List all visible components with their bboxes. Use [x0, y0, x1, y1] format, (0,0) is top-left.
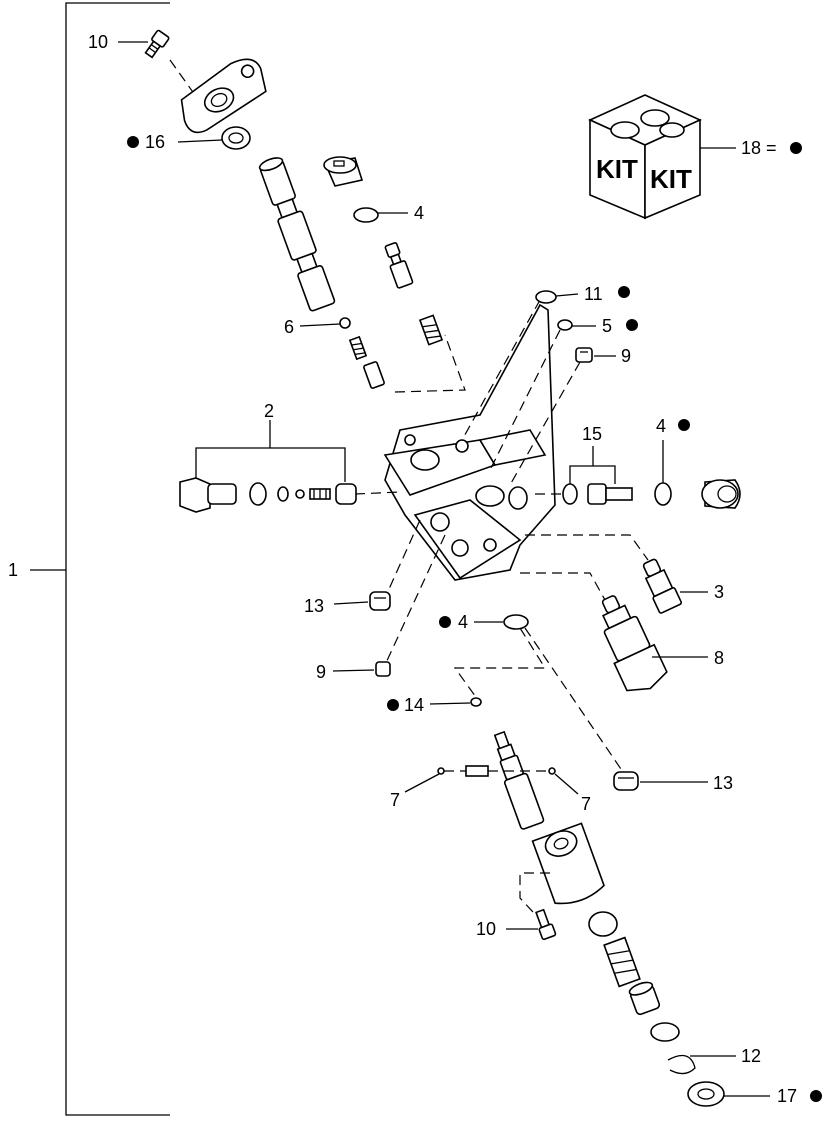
spool-upper — [258, 157, 336, 312]
assembly-bracket — [65, 2, 170, 1116]
plug-9-lower — [375, 661, 391, 677]
cover-flange-upper — [180, 58, 267, 134]
o-ring-lower — [650, 1022, 680, 1042]
callout-3: 3 — [714, 582, 724, 602]
callout-9-lower: 9 — [316, 662, 326, 682]
o-ring-5 — [557, 319, 573, 331]
ball-6 — [339, 317, 351, 329]
relief-valve-assembly-2 — [179, 477, 357, 513]
washer-17 — [687, 1081, 725, 1107]
o-ring-11 — [535, 290, 557, 304]
callout-10-lower: 10 — [476, 919, 496, 939]
callout-14: 14 — [404, 695, 424, 715]
seal-16 — [221, 126, 251, 150]
upper-center-stack — [323, 156, 466, 393]
ball-7-left — [437, 767, 445, 775]
plug-13-left — [369, 591, 391, 611]
o-ring-15 — [562, 483, 578, 505]
cover-flange-lower — [531, 822, 605, 905]
callout-6: 6 — [284, 317, 294, 337]
pin-upper-left — [363, 361, 385, 389]
callout-16: 16 — [145, 132, 165, 152]
fitting-3 — [642, 558, 683, 614]
callout-18: 18 = — [741, 138, 777, 158]
lower-spool-assembly — [437, 730, 725, 1107]
o-ring-4-right — [654, 482, 672, 506]
plug-upper-center — [323, 156, 364, 187]
callout-2: 2 — [264, 401, 274, 421]
spool-lower — [493, 730, 545, 830]
ball-7-right — [548, 767, 556, 775]
bracket-15 — [569, 465, 616, 484]
plug-15 — [587, 483, 633, 505]
spring-lower-large — [603, 936, 641, 988]
o-ring-4-upper — [353, 207, 379, 223]
cap-lower — [628, 981, 661, 1016]
callout-13-left: 13 — [304, 596, 324, 616]
callout-17: 17 — [777, 1086, 797, 1106]
callout-4-lower: 4 — [458, 612, 468, 632]
spring-lower — [465, 765, 489, 777]
plug-9-upper — [575, 347, 593, 363]
valve-body — [383, 303, 556, 581]
valve-8 — [601, 595, 668, 692]
seal-lower — [588, 911, 618, 937]
callout-7-right: 7 — [581, 794, 591, 814]
plug-right — [701, 479, 741, 509]
callout-4-right: 4 — [656, 416, 666, 436]
spring-upper-center — [418, 314, 444, 346]
callout-11: 11 — [584, 284, 603, 304]
callout-4-upper: 4 — [414, 203, 424, 223]
plug-13-lower — [613, 771, 639, 791]
callout-1: 1 — [8, 560, 18, 580]
callout-8: 8 — [714, 648, 724, 668]
callout-5: 5 — [602, 316, 612, 336]
bolt-10-lower — [535, 908, 557, 941]
spring-upper-left — [348, 335, 368, 361]
upper-spool-assembly — [144, 29, 385, 389]
bracket-2 — [195, 447, 346, 482]
callout-15: 15 — [582, 424, 602, 444]
kit-box: KIT KIT — [588, 94, 702, 220]
snap-ring-12 — [667, 1054, 696, 1075]
o-ring-14 — [470, 697, 482, 707]
callout-12: 12 — [741, 1046, 761, 1066]
callout-10-upper: 10 — [88, 32, 108, 52]
callout-9-upper: 9 — [621, 346, 631, 366]
bolt-10-upper — [144, 29, 170, 59]
poppet-upper — [384, 242, 414, 289]
kit-label-left: KIT — [596, 154, 638, 184]
kit-label-right: KIT — [650, 164, 692, 194]
callout-13-lower: 13 — [713, 773, 733, 793]
o-ring-4-lower — [503, 614, 529, 630]
callout-7-left: 7 — [390, 790, 400, 810]
